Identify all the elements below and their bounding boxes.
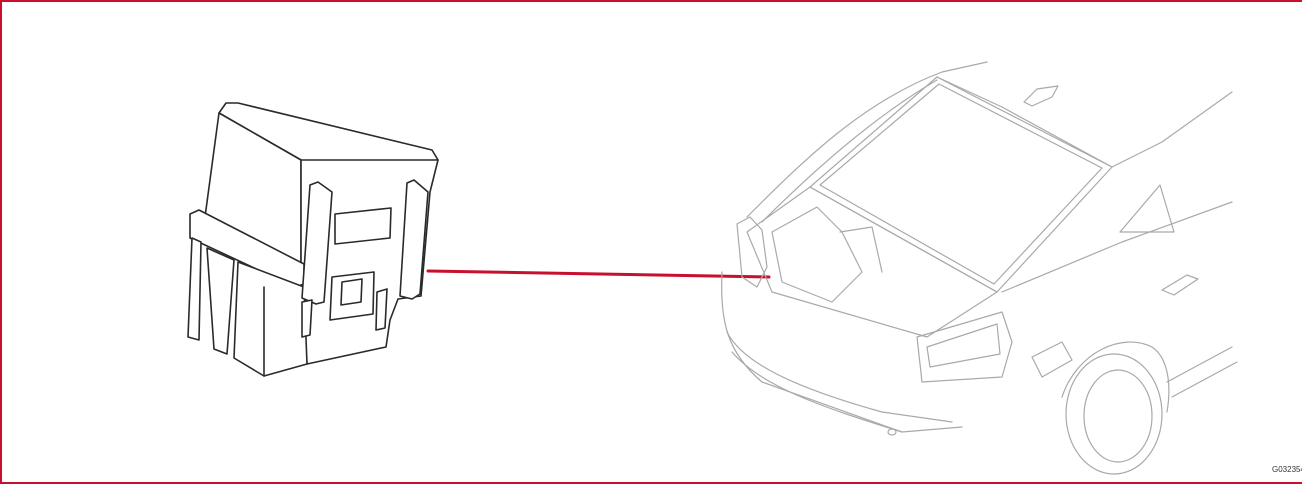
car-bumper: [726, 331, 953, 423]
relay-clip-right: [399, 179, 429, 300]
car-tail-light-left: [736, 216, 768, 288]
car-wheel: [1065, 353, 1163, 475]
car-trunk-opening: [771, 206, 863, 303]
car-roof-line-2: [761, 79, 938, 223]
car-rocker-2: [1171, 361, 1238, 398]
car-bumper-lower: [731, 351, 903, 433]
relay-clip-center: [301, 181, 333, 305]
car-wheel-inner: [1083, 369, 1153, 463]
car-wheel-arch: [1061, 341, 1170, 413]
car-roof-line: [746, 61, 988, 218]
car-side-window: [1119, 184, 1175, 233]
car-reflector: [887, 428, 897, 436]
car-rear-body: [721, 271, 963, 433]
relay-illustration: [187, 102, 439, 377]
car-rear-window-inner: [819, 83, 1103, 285]
relay-leg-mid: [206, 247, 235, 355]
car-antenna: [1023, 85, 1059, 107]
figure-code: G032354: [1272, 465, 1302, 474]
car-tail-light-right: [916, 311, 1013, 383]
car-tail-light-right-inner: [926, 323, 1001, 368]
car-c-pillar: [1111, 91, 1233, 168]
car-illustration: [721, 61, 1238, 475]
relay-window: [334, 207, 392, 245]
car-side-line: [1001, 201, 1233, 293]
car-fuel-door: [1031, 341, 1073, 378]
relay-leg-left: [187, 237, 202, 341]
car-trunk-inner: [839, 226, 883, 273]
car-rocker: [1166, 346, 1233, 383]
car-roof-edge: [936, 76, 1113, 168]
relay-slot-inner: [340, 278, 363, 306]
leader-line: [426, 269, 771, 279]
relay-pin-right: [375, 288, 388, 331]
car-trunk-lid: [746, 186, 998, 338]
car-door-handle: [1161, 274, 1199, 296]
relay-pin-left: [301, 299, 313, 338]
relay-base: [233, 261, 308, 377]
